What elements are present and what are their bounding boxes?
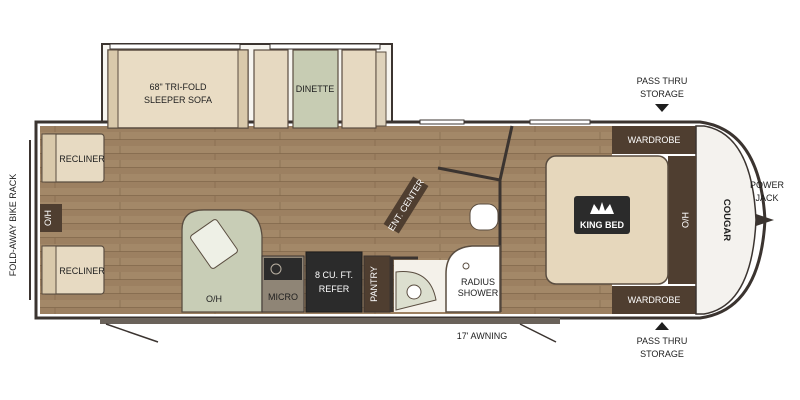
pantry: PANTRY bbox=[363, 255, 391, 313]
pantry-label: PANTRY bbox=[369, 266, 379, 302]
crown-icon bbox=[590, 202, 614, 214]
headboard-ho-label: H/O bbox=[680, 212, 690, 228]
bedroom-wall bbox=[498, 125, 514, 181]
sink bbox=[395, 271, 437, 311]
bike-rack-label: FOLD-AWAY BIKE RACK bbox=[8, 174, 18, 277]
wardrobe-bottom-label: WARDROBE bbox=[628, 295, 681, 305]
pass-thru-top-line2: STORAGE bbox=[640, 89, 684, 99]
power-jack-line2: JACK bbox=[755, 193, 778, 203]
pass-thru-bottom-line1: PASS THRU bbox=[637, 336, 688, 346]
recliner-top-label: RECLINER bbox=[59, 154, 105, 164]
refer-label-line2: REFER bbox=[319, 284, 350, 294]
refrigerator: 8 CU. FT. REFER bbox=[305, 251, 363, 313]
refer-label-line1: 8 CU. FT. bbox=[315, 270, 353, 280]
tri-fold-sofa: 68" TRI-FOLD SLEEPER SOFA bbox=[107, 49, 249, 129]
dinette: DINETTE bbox=[253, 49, 387, 129]
pass-thru-bottom-line2: STORAGE bbox=[640, 349, 684, 359]
radius-shower-label-line1: RADIUS bbox=[461, 277, 495, 287]
radius-shower: RADIUS SHOWER bbox=[445, 245, 501, 313]
king-bed: KING BED bbox=[545, 155, 669, 285]
pass-thru-storage-bottom: PASS THRU STORAGE bbox=[637, 322, 688, 359]
rear-overhead: O/H bbox=[40, 204, 62, 232]
arrow-down-icon bbox=[655, 104, 669, 112]
brand-logo: COUGAR bbox=[721, 199, 732, 241]
window-bedroom bbox=[529, 119, 591, 125]
pass-thru-storage-top: PASS THRU STORAGE bbox=[637, 76, 688, 112]
sofa-label-line1: 68" TRI-FOLD bbox=[149, 82, 207, 92]
arrow-up-icon bbox=[655, 322, 669, 330]
recliner-bottom-label: RECLINER bbox=[59, 266, 105, 276]
kitchen-counter: O/H bbox=[181, 209, 263, 313]
king-bed-label: KING BED bbox=[580, 220, 625, 230]
kitchen-oh-label: O/H bbox=[206, 294, 222, 304]
microwave: MICRO bbox=[261, 255, 305, 313]
window-top bbox=[419, 119, 465, 125]
awning: 17' AWNING bbox=[100, 318, 560, 343]
recliner-top: RECLINER bbox=[41, 133, 105, 183]
power-jack-line1: POWER bbox=[750, 180, 785, 190]
front-cap: H/O COUGAR bbox=[668, 125, 757, 315]
radius-shower-label-line2: SHOWER bbox=[458, 288, 499, 298]
micro-label: MICRO bbox=[268, 292, 298, 302]
wardrobe-top-label: WARDROBE bbox=[628, 135, 681, 145]
sofa-label-line2: SLEEPER SOFA bbox=[144, 95, 212, 105]
power-jack: POWER JACK bbox=[750, 180, 785, 226]
recliner-bottom: RECLINER bbox=[41, 245, 105, 295]
wardrobe-bottom: WARDROBE bbox=[612, 286, 696, 314]
toilet bbox=[469, 203, 499, 231]
wardrobe-top: WARDROBE bbox=[612, 126, 696, 154]
awning-label: 17' AWNING bbox=[457, 331, 507, 341]
pass-thru-top-line1: PASS THRU bbox=[637, 76, 688, 86]
rear-oh-label: O/H bbox=[43, 210, 53, 226]
dinette-label: DINETTE bbox=[296, 84, 335, 94]
bathroom: RADIUS SHOWER bbox=[390, 166, 502, 313]
